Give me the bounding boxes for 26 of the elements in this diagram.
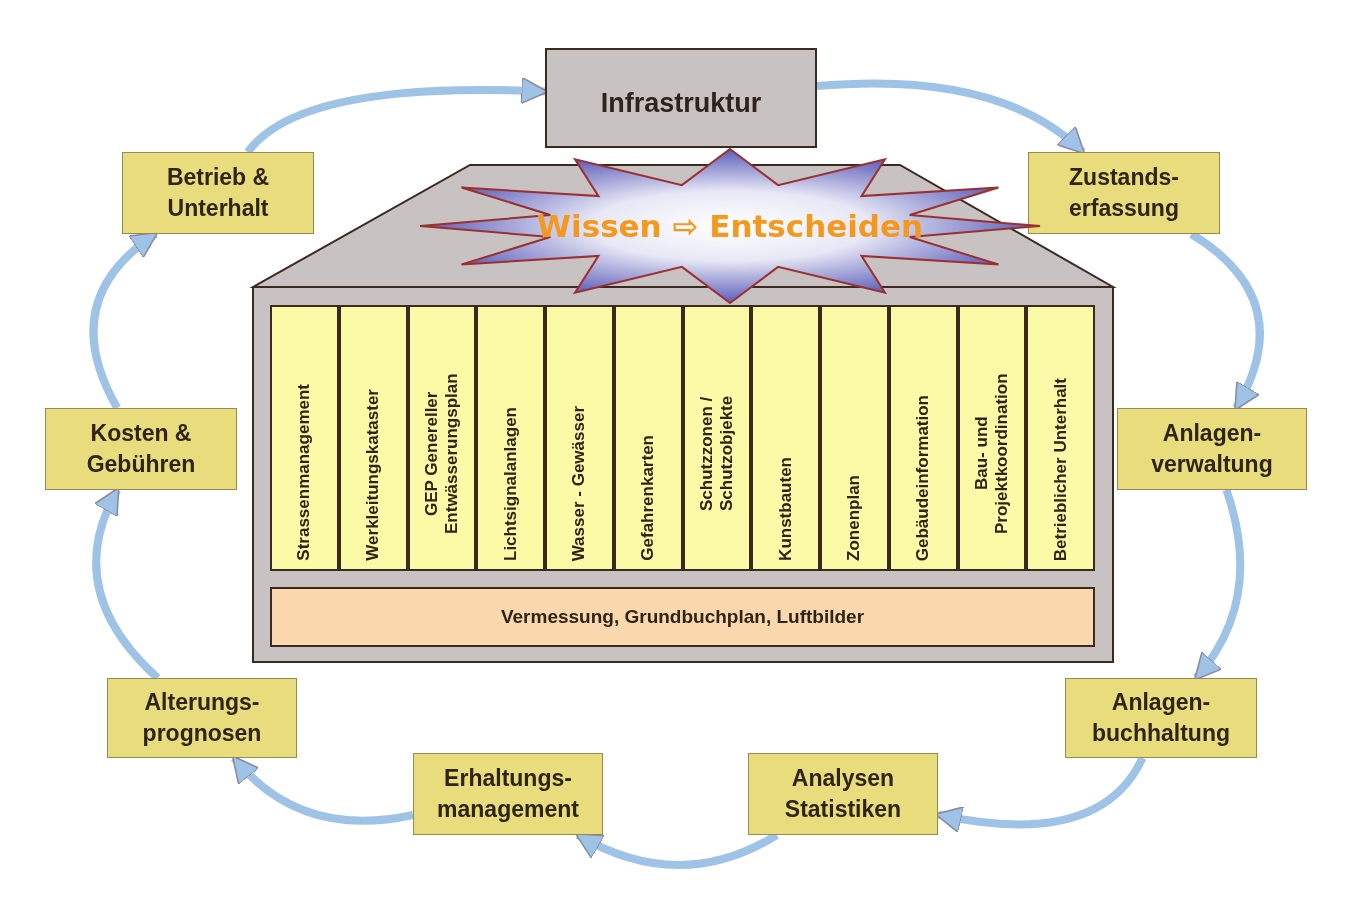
column-box: Kunstbauten [751, 305, 820, 571]
label-box: Anlagen- verwaltung [1117, 408, 1307, 490]
label-box: Kosten & Gebühren [45, 408, 237, 490]
column-box: Strassenmanagement [270, 305, 339, 571]
column-box: Zonenplan [820, 305, 889, 571]
label-box: Betrieb & Unterhalt [122, 152, 314, 234]
column-box: Gebäudeinformation [888, 305, 958, 571]
column-box: Werkleitungskataster [338, 305, 408, 571]
column-box: Wasser - Gewässer [545, 305, 614, 571]
curved-arrow [231, 755, 414, 825]
column-box: Lichtsignalanlagen [476, 305, 545, 571]
column-box: Schutzzonen / Schutzobjekte [682, 305, 752, 571]
column-box: Betrieblicher Unterhalt [1026, 305, 1095, 571]
label-box: Erhaltungs- management [413, 753, 603, 835]
label-box: Anlagen- buchhaltung [1065, 678, 1257, 758]
starburst: Wissen ⇨ Entscheiden [420, 149, 1040, 303]
label-box: Zustands- erfassung [1028, 152, 1220, 234]
curved-arrow [1193, 488, 1245, 681]
base-bar: Vermessung, Grundbuchplan, Luftbilder [270, 587, 1095, 647]
curved-arrow [816, 79, 1086, 155]
label-box: Alterungs- prognosen [107, 678, 297, 758]
label-box: Analysen Statistiken [748, 753, 938, 835]
column-box: Gefahrenkarten [613, 305, 683, 571]
label-box: Infrastruktur [545, 48, 817, 148]
column-box: Bau- und Projektkoordination [957, 305, 1027, 571]
column-box: GEP Genereller Entwässerungsplan [407, 305, 477, 571]
